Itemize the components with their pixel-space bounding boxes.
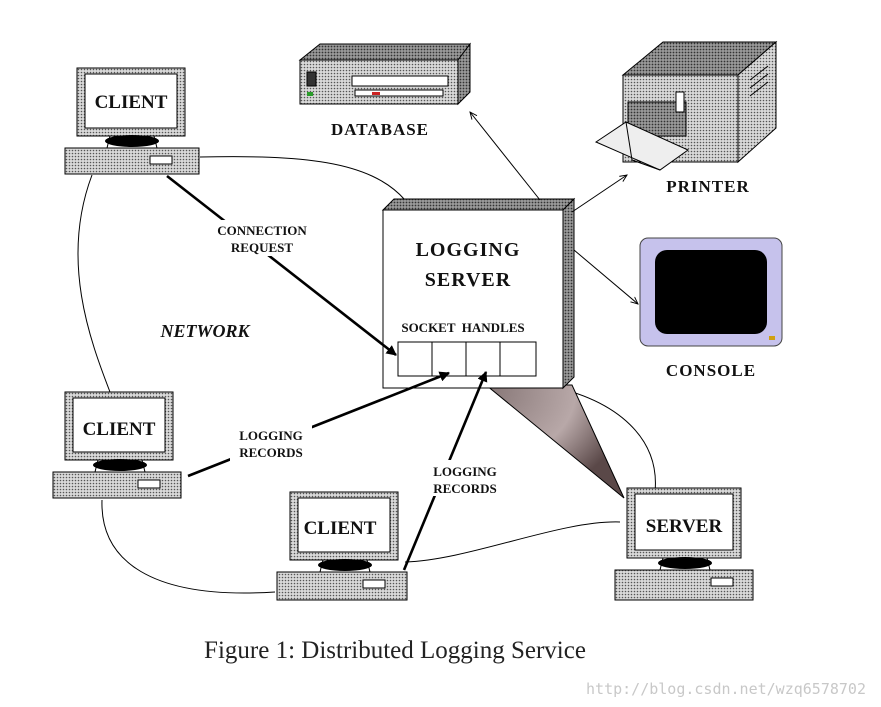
server-beam	[484, 384, 625, 499]
monitor-screen	[72, 397, 166, 453]
computer-base	[276, 571, 408, 601]
monitor-screen	[84, 73, 178, 129]
socket-handle-slot	[499, 341, 537, 377]
logging-server-top-face	[381, 198, 576, 211]
client-top-left: CLIENT	[64, 67, 200, 175]
network-link-left	[77, 174, 111, 393]
socket-handle-slot	[431, 341, 467, 377]
printer-paper-edge	[625, 121, 661, 171]
drive-slot	[137, 479, 161, 489]
printer-device: PRINTER	[594, 40, 778, 196]
logging-server-side-face	[562, 197, 575, 390]
monitor-base-shadow	[318, 559, 372, 571]
console-screen	[655, 250, 767, 334]
client-bottom: CLIENT	[276, 491, 408, 601]
console-power-light	[769, 336, 775, 340]
logging-records-left-label-bg	[230, 425, 312, 461]
printer-label: PRINTER	[666, 177, 750, 196]
database-led	[307, 92, 313, 96]
database-drive-bay	[351, 75, 449, 87]
client-label: CLIENT	[95, 92, 168, 113]
figure-caption: Figure 1: Distributed Logging Service	[204, 637, 586, 664]
printer-paper	[594, 121, 689, 171]
computer-base	[64, 147, 200, 175]
drive-slot	[362, 579, 386, 589]
logging-server: LOGGING SERVER SOCKET HANDLES	[381, 197, 576, 390]
logging-records-bottom-line1: LOGGING	[433, 464, 497, 479]
monitor-screen	[634, 493, 734, 551]
socket-handle-slot	[397, 341, 433, 377]
database-button	[306, 71, 317, 87]
logging-records-left-line2: RECORDS	[239, 445, 303, 460]
watermark: http://blog.csdn.net/wzq6578702	[586, 680, 866, 698]
network-link-top	[199, 156, 406, 201]
monitor-base-shadow	[658, 557, 712, 569]
logging-server-title-line1: LOGGING	[416, 239, 521, 261]
logging-records-arrow-left	[187, 371, 450, 478]
logging-records-bottom-label-bg	[424, 460, 506, 496]
network-label: NETWORK	[159, 321, 251, 341]
client-middle-left: CLIENT	[52, 391, 182, 499]
logging-server-title-line2: SERVER	[425, 269, 511, 291]
arrow-to-database	[470, 112, 541, 201]
database-slot-mark	[372, 92, 380, 95]
drive-slot	[710, 577, 734, 587]
connection-request-line2: REQUEST	[231, 240, 293, 255]
socket-handle-slots	[397, 341, 537, 377]
connection-request-arrow	[166, 174, 397, 357]
monitor-screen	[297, 497, 391, 553]
drive-slot	[149, 155, 173, 165]
computer-base	[52, 471, 182, 499]
client-label: CLIENT	[304, 518, 377, 539]
logging-records-left-line1: LOGGING	[239, 428, 303, 443]
database-device: DATABASE	[298, 42, 471, 139]
socket-handle-slot	[465, 341, 501, 377]
database-top	[298, 43, 471, 61]
arrow-to-printer	[571, 175, 627, 213]
console-label: CONSOLE	[666, 361, 756, 380]
arrow-to-console	[573, 249, 638, 304]
connection-request-label-bg	[208, 220, 318, 256]
logging-records-bottom-line2: RECORDS	[433, 481, 497, 496]
server-computer: SERVER	[614, 487, 754, 601]
network-link-bottom	[404, 521, 621, 563]
monitor-base-shadow	[105, 135, 159, 147]
database-label: DATABASE	[331, 120, 429, 139]
server-label: SERVER	[646, 516, 723, 537]
database-slot	[354, 89, 444, 97]
console-device: CONSOLE	[639, 237, 783, 380]
output-arrows	[470, 112, 638, 304]
monitor-base-shadow	[93, 459, 147, 471]
network-link-bottom-left	[101, 499, 276, 594]
printer-vents	[749, 65, 769, 97]
printer-button	[675, 91, 685, 113]
socket-handles-label: SOCKET HANDLES	[401, 320, 524, 335]
client-label: CLIENT	[83, 419, 156, 440]
connection-request-line1: CONNECTION	[217, 223, 307, 238]
